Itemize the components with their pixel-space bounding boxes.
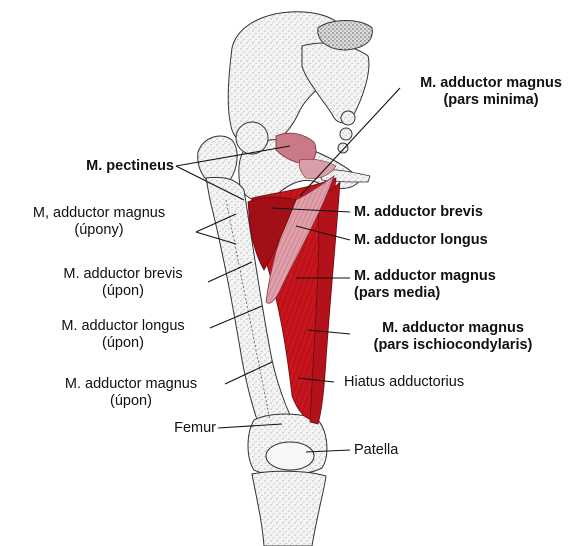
label-femur: Femur bbox=[120, 420, 216, 437]
label-adductor-magnus-minima: M. adductor magnus (pars minima) bbox=[402, 75, 580, 109]
label-adductor-magnus-upony: M, adductor magnus (úpony) bbox=[6, 205, 192, 239]
femoral-head bbox=[236, 122, 268, 154]
label-adductor-magnus-ischiocondylaris: M. adductor magnus (pars ischiocondylari… bbox=[348, 320, 558, 354]
sacrum-bone bbox=[302, 43, 369, 123]
label-adductor-brevis: M. adductor brevis bbox=[354, 204, 483, 221]
coccyx-segment bbox=[338, 143, 348, 153]
label-hiatus-adductorius: Hiatus adductorius bbox=[344, 374, 464, 391]
coccyx-segment bbox=[340, 128, 352, 140]
label-pectineus: M. pectineus bbox=[52, 158, 174, 175]
label-adductor-brevis-upon: M. adductor brevis (úpon) bbox=[38, 266, 208, 300]
label-adductor-magnus-media: M. adductor magnus (pars media) bbox=[354, 268, 496, 302]
label-adductor-longus: M. adductor longus bbox=[354, 232, 488, 249]
label-adductor-longus-upon: M. adductor longus (úpon) bbox=[38, 318, 208, 352]
patella-bone bbox=[266, 442, 314, 470]
label-patella: Patella bbox=[354, 442, 398, 459]
label-adductor-magnus-upon: M. adductor magnus (úpon) bbox=[38, 376, 224, 410]
tibia-bone bbox=[252, 471, 326, 546]
coccyx-segment bbox=[341, 111, 355, 125]
